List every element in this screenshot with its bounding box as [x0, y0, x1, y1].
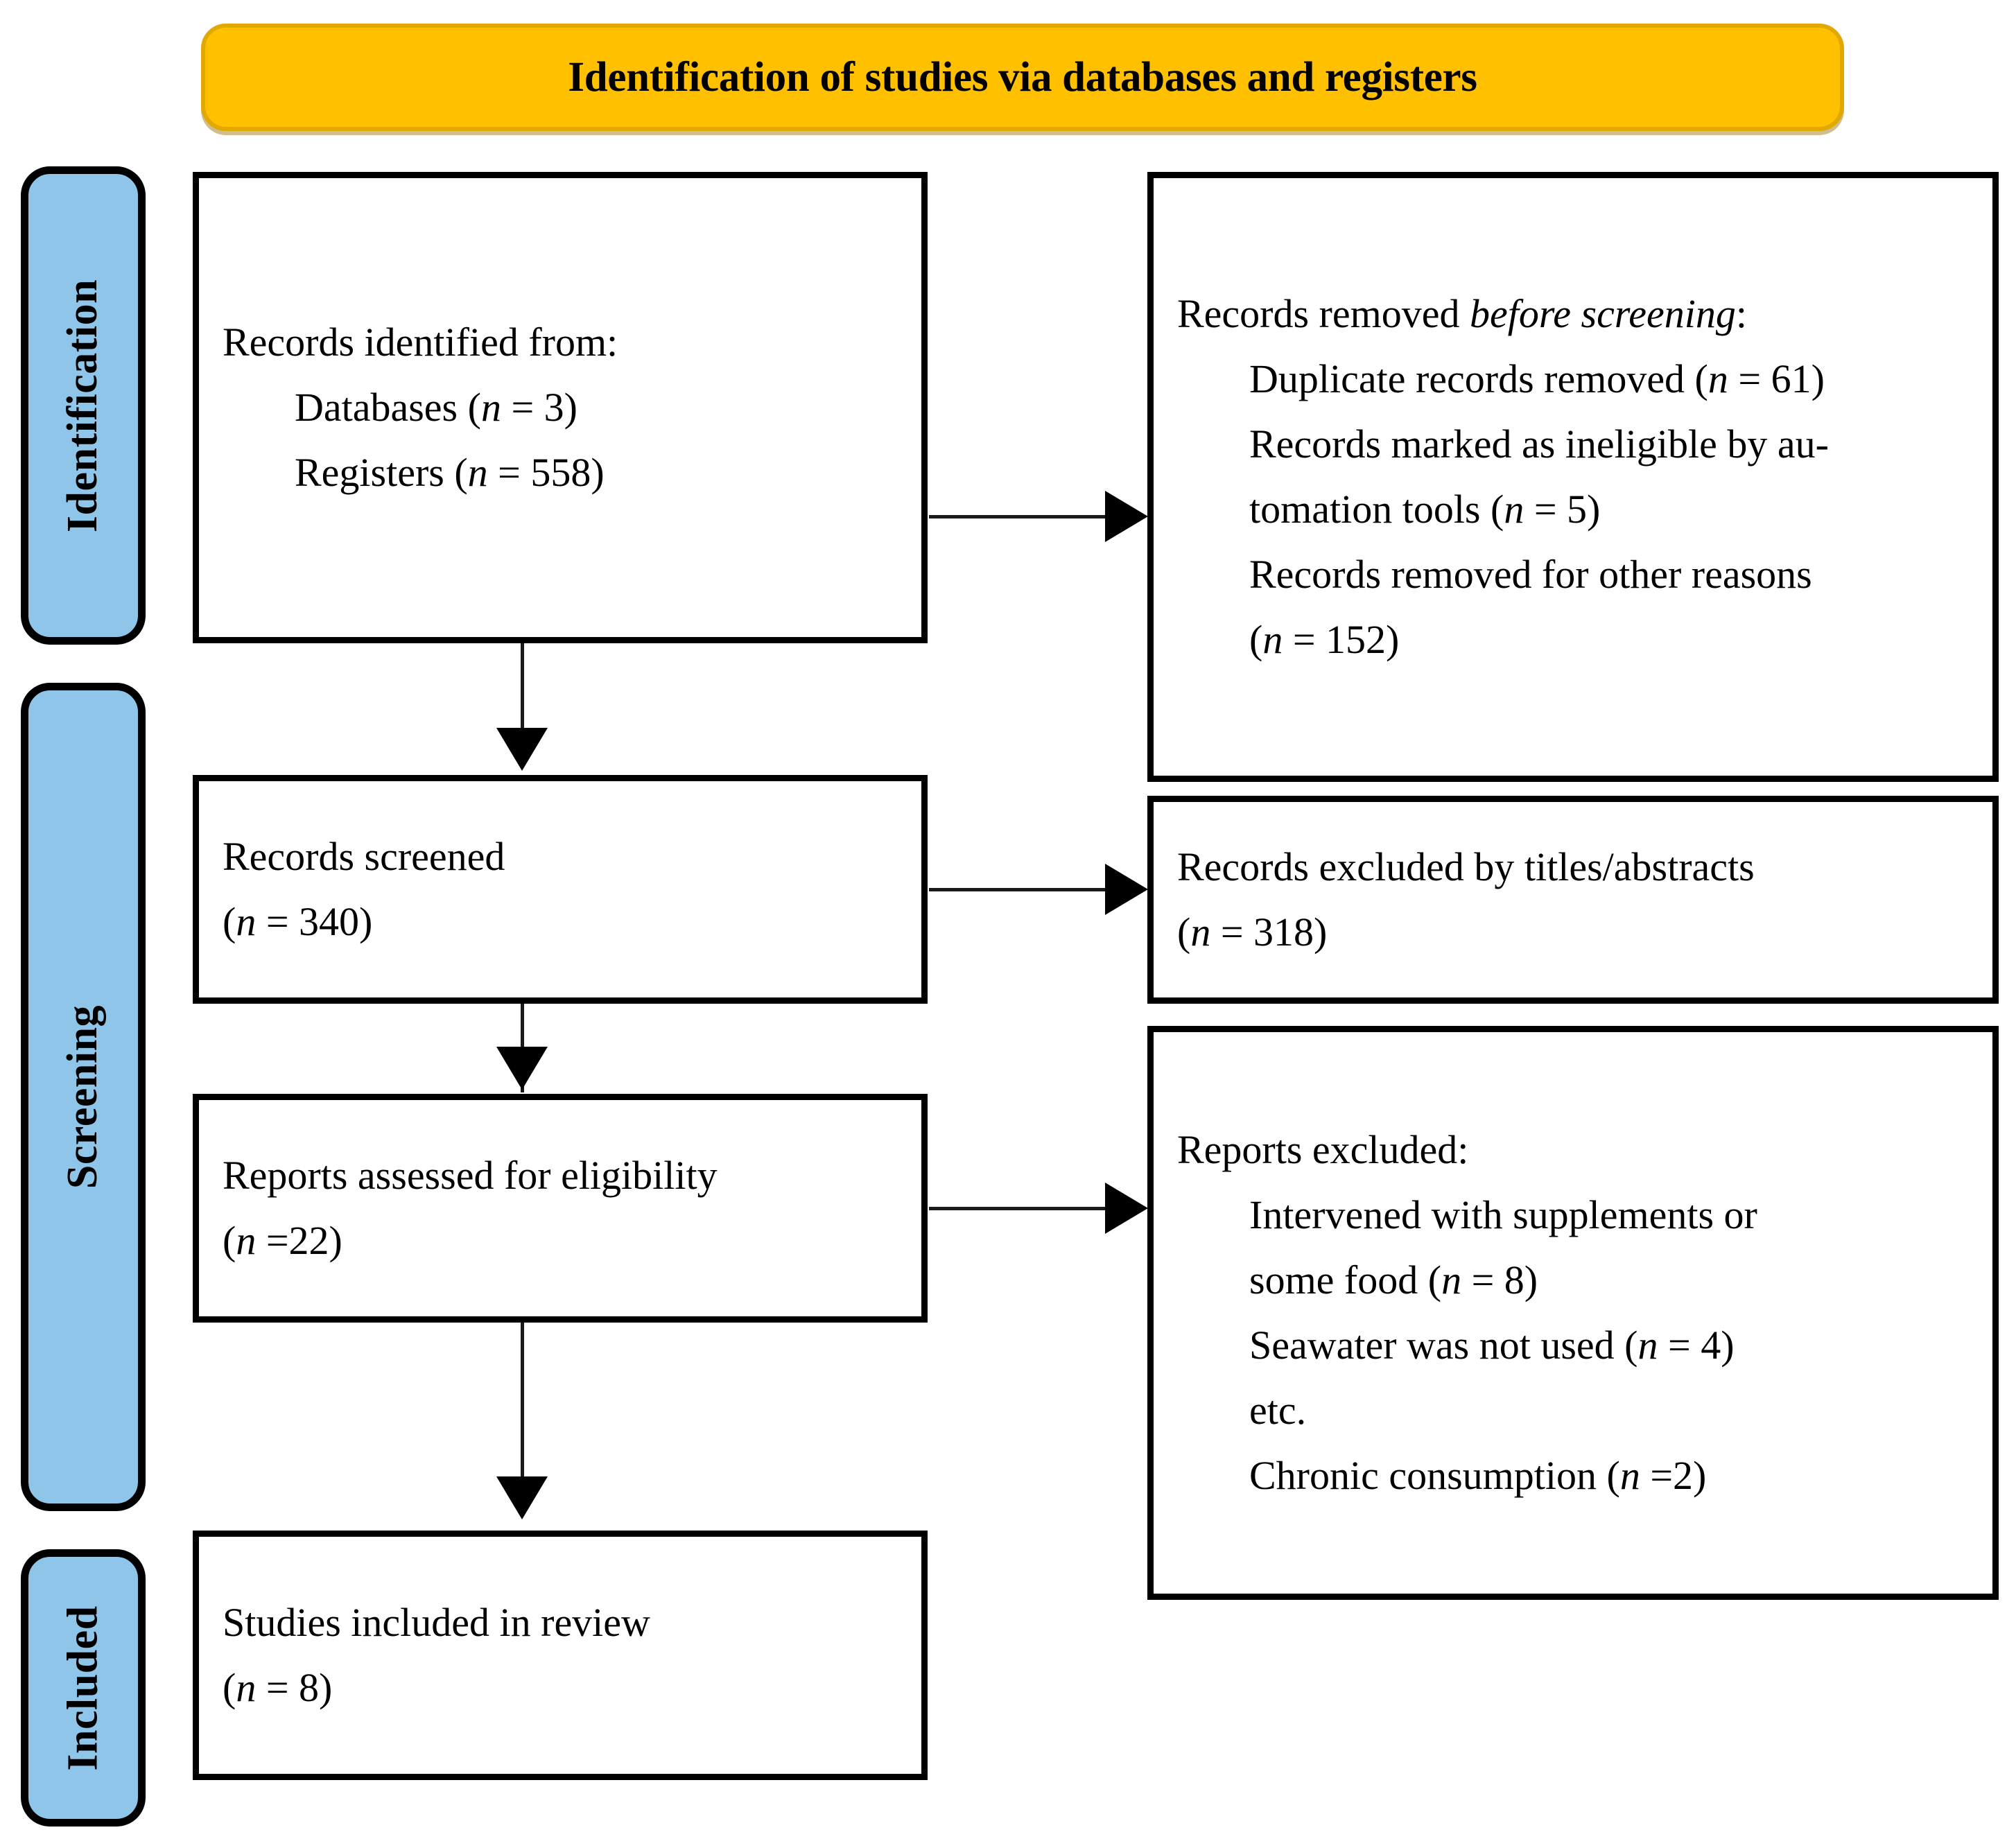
- box-line: Records marked as ineligible by au-: [1249, 421, 1829, 467]
- arrow-stem: [521, 1323, 524, 1489]
- box-heading-italic: before screening: [1469, 291, 1736, 337]
- box-studies-included: Studies included in review (n = 8): [193, 1531, 928, 1780]
- stage-tab-included: Included: [21, 1549, 146, 1827]
- box-line: (n = 340): [223, 899, 373, 944]
- box-line: Studies included in review: [223, 1600, 650, 1646]
- box-line: Duplicate records removed (n = 61): [1249, 356, 1825, 402]
- box-records-removed-before-screening: Records removed before screening: Duplic…: [1147, 172, 1999, 782]
- box-line: (n = 318): [1177, 909, 1328, 954]
- box-line: Registers (n = 558): [295, 449, 605, 495]
- arrow-stem: [521, 643, 524, 733]
- box-line: Reports excluded:: [1177, 1127, 1469, 1173]
- box-reports-assessed-for-eligibility: Reports assessed for eligibility (n =22): [193, 1094, 928, 1323]
- stage-tab-included-label: Included: [59, 1605, 107, 1771]
- box-line: (n =22): [223, 1218, 342, 1263]
- arrow-stem: [929, 888, 1106, 891]
- arrow-head-down-icon: [496, 1476, 548, 1519]
- box-line: Seawater was not used (n = 4): [1249, 1323, 1735, 1368]
- box-line: Records screened: [223, 834, 505, 880]
- box-line: (n = 152): [1249, 616, 1400, 662]
- box-line: tomation tools (n = 5): [1249, 487, 1601, 532]
- box-heading-suffix: :: [1735, 291, 1747, 337]
- box-line: Records excluded by titles/abstracts: [1177, 844, 1755, 890]
- box-line: etc.: [1249, 1387, 1307, 1433]
- box-heading: Records removed before screening:: [1177, 281, 1969, 347]
- box-line: some food (n = 8): [1249, 1257, 1538, 1303]
- box-records-excluded: Records excluded by titles/abstracts (n …: [1147, 796, 1999, 1004]
- box-line: (n = 8): [223, 1665, 333, 1710]
- box-line: Chronic consumption (n =2): [1249, 1452, 1707, 1498]
- arrow-head-right-icon: [1105, 1183, 1148, 1234]
- page-title: Identification of studies via databases …: [568, 53, 1477, 101]
- diagram-header-banner: Identification of studies via databases …: [201, 24, 1844, 131]
- arrow-head-down-icon: [496, 728, 548, 771]
- arrow-head-down-icon: [496, 1047, 548, 1090]
- stage-tab-identification-label: Identification: [59, 279, 107, 532]
- box-reports-excluded: Reports excluded: Intervened with supple…: [1147, 1026, 1999, 1600]
- box-heading-prefix: Records removed: [1177, 291, 1470, 337]
- stage-tab-screening: Screening: [21, 683, 146, 1511]
- stage-tab-screening-label: Screening: [59, 1004, 107, 1189]
- arrow-stem: [929, 515, 1106, 518]
- box-line: Records identified from:: [223, 320, 618, 365]
- arrow-head-right-icon: [1105, 491, 1148, 542]
- arrow-stem: [929, 1207, 1106, 1210]
- arrow-head-right-icon: [1105, 864, 1148, 915]
- box-records-identified: Records identified from: Databases (n = …: [193, 172, 928, 643]
- box-line: Intervened with supplements or: [1249, 1192, 1757, 1238]
- box-line: Reports assessed for eligibility: [223, 1153, 718, 1198]
- box-line: Records removed for other reasons: [1249, 551, 1812, 597]
- box-line: Databases (n = 3): [295, 385, 577, 430]
- box-records-screened: Records screened (n = 340): [193, 775, 928, 1004]
- stage-tab-identification: Identification: [21, 166, 146, 645]
